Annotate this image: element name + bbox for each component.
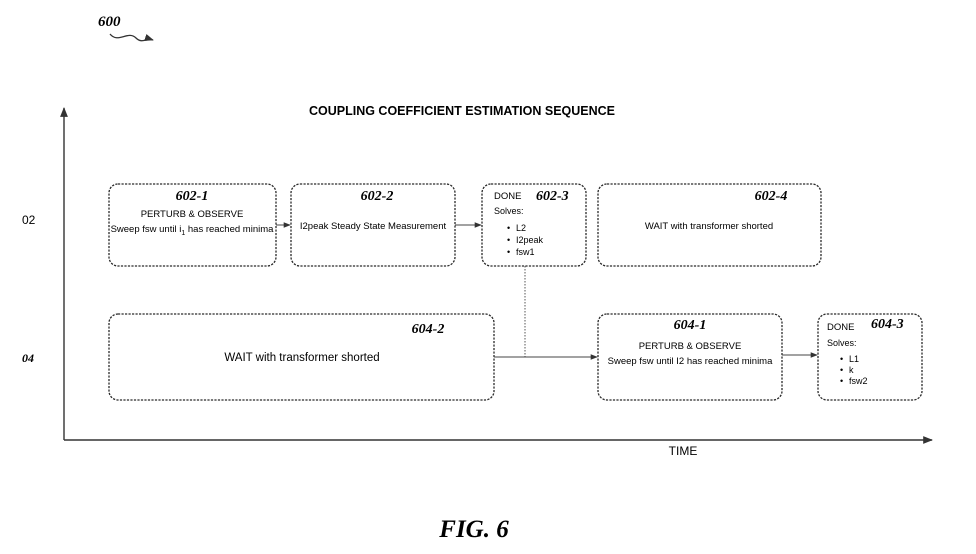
box-602-2: 602-2 I2peak Steady State Measurement	[290, 183, 456, 267]
box-602-3-item-bullet: •	[507, 247, 510, 257]
box-602-3-ref: 602-3	[536, 189, 569, 204]
box-602-3-item: I2peak	[516, 235, 544, 245]
box-602-3-item: L2	[516, 223, 526, 233]
box-602-2-ref: 602-2	[361, 189, 394, 204]
row-label-1: 02	[22, 213, 36, 227]
box-604-3-item: fsw2	[849, 376, 868, 386]
figure-caption: FIG. 6	[438, 516, 509, 543]
box-604-3-item: L1	[849, 354, 859, 364]
box-604-1-line1: PERTURB & OBSERVE	[639, 341, 742, 352]
box-602-1-line2: Sweep fsw until i1 has reached minima	[111, 224, 275, 237]
box-604-2: 604-2 WAIT with transformer shorted	[108, 313, 495, 401]
box-604-1: 604-1 PERTURB & OBSERVE Sweep fsw until …	[597, 313, 783, 401]
box-602-3: DONE 602-3 Solves: • L2 • I2peak • fsw1	[481, 183, 587, 267]
box-602-3-item-bullet: •	[507, 223, 510, 233]
box-604-3: DONE 604-3 Solves: • L1 • k • fsw2	[817, 313, 923, 401]
box-604-3-solves: Solves:	[827, 338, 857, 348]
figure-ref-squiggle-arrow	[109, 33, 154, 42]
box-604-2-ref: 604-2	[412, 322, 445, 337]
box-602-1-line1: PERTURB & OBSERVE	[141, 209, 244, 220]
box-604-3-item-bullet: •	[840, 365, 843, 375]
box-604-3-item-bullet: •	[840, 354, 843, 364]
box-602-3-item: fsw1	[516, 247, 535, 257]
box-602-1: 602-1 PERTURB & OBSERVE Sweep fsw until …	[108, 183, 277, 267]
box-604-3-item: k	[849, 365, 854, 375]
row-label-2: 04	[22, 351, 34, 365]
box-604-3-item-bullet: •	[840, 376, 843, 386]
box-604-2-text: WAIT with transformer shorted	[224, 352, 379, 364]
box-602-3-item-bullet: •	[507, 235, 510, 245]
box-602-2-text: I2peak Steady State Measurement	[300, 221, 447, 232]
box-604-3-done: DONE	[827, 322, 854, 333]
box-604-3-list: • L1 • k • fsw2	[840, 354, 868, 386]
box-604-3-ref: 604-3	[871, 317, 904, 332]
box-602-4: 602-4 WAIT with transformer shorted	[597, 183, 822, 267]
x-axis-label: TIME	[669, 444, 698, 458]
box-604-1-ref: 604-1	[674, 318, 707, 333]
figure-ref-label: 600	[98, 14, 121, 30]
box-602-4-text: WAIT with transformer shorted	[645, 221, 773, 232]
box-602-1-ref: 602-1	[176, 189, 209, 204]
box-602-3-done: DONE	[494, 191, 521, 202]
box-604-1-line2: Sweep fsw until I2 has reached minima	[608, 356, 773, 367]
box-602-3-list: • L2 • I2peak • fsw1	[507, 223, 544, 257]
box-602-4-ref: 602-4	[755, 189, 788, 204]
box-602-3-solves: Solves:	[494, 206, 524, 216]
diagram-title: COUPLING COEFFICIENT ESTIMATION SEQUENCE	[309, 104, 615, 118]
